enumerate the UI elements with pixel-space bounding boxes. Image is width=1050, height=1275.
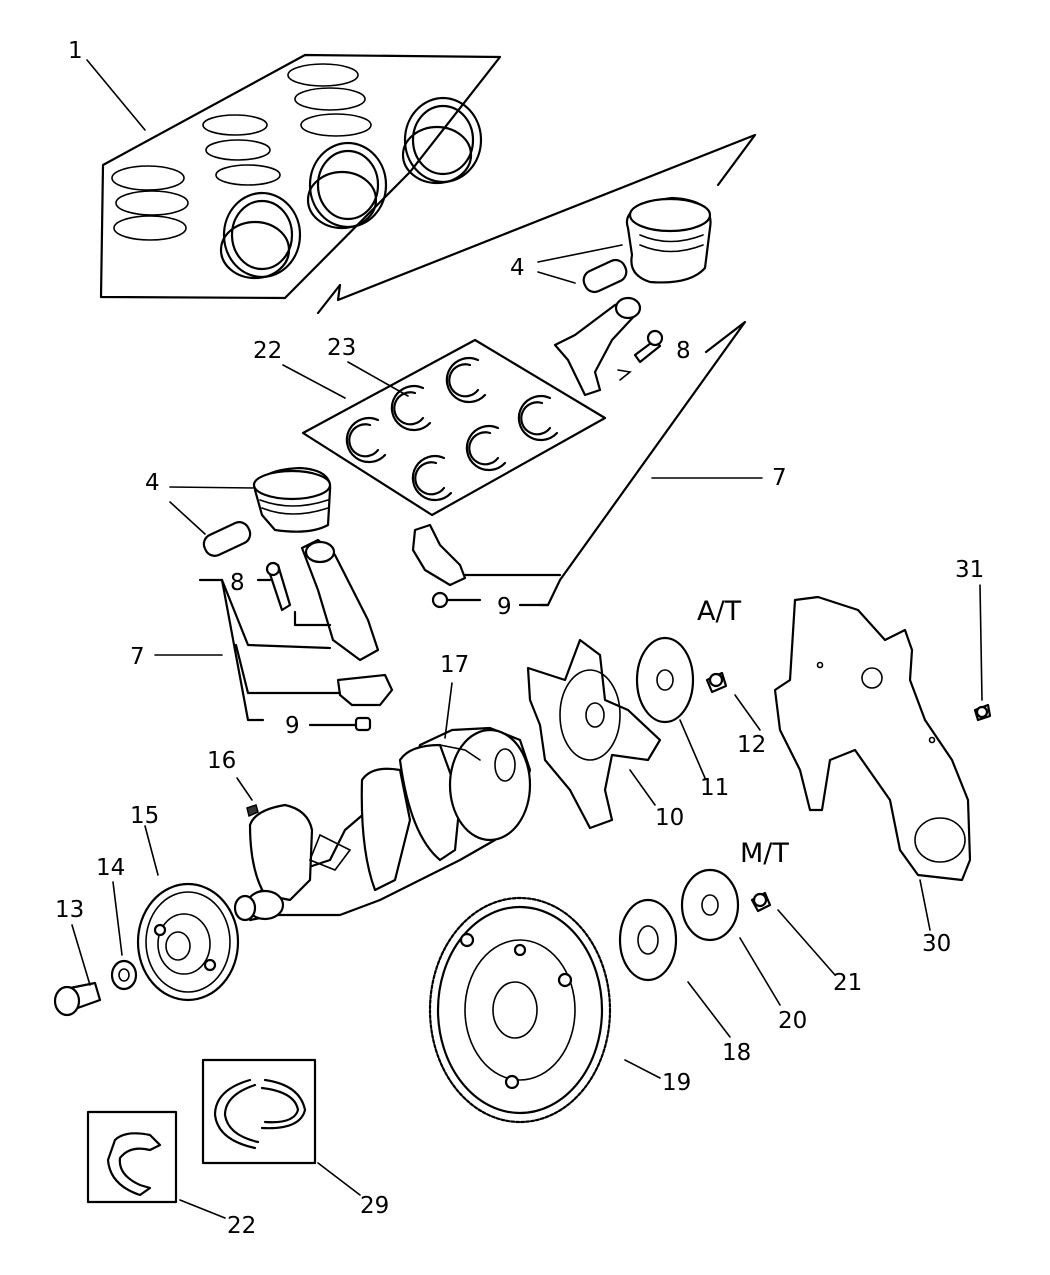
callout-31: 31 — [955, 557, 984, 583]
upper-piston-assembly — [316, 133, 757, 607]
manual-transmission-plates — [618, 868, 772, 982]
callout-22-lower: 22 — [227, 1213, 256, 1239]
leader-lines — [71, 59, 983, 1219]
callout-11: 11 — [700, 775, 729, 801]
callout-21: 21 — [833, 970, 862, 996]
callout-4-upper: 4 — [510, 255, 525, 281]
automatic-transmission-plates — [526, 636, 728, 830]
thrust-washer-box — [201, 1058, 317, 1165]
callout-14: 14 — [96, 855, 125, 881]
main-bearing-set-group — [301, 338, 607, 517]
piston-ring-set-group — [99, 53, 502, 300]
callout-12: 12 — [737, 732, 766, 758]
callout-30: 30 — [922, 931, 951, 957]
callout-10: 10 — [655, 805, 684, 831]
callout-20: 20 — [778, 1008, 807, 1034]
callout-29: 29 — [360, 1193, 389, 1219]
callout-17: 17 — [440, 652, 469, 678]
callout-13: 13 — [55, 897, 84, 923]
lower-piston-assembly — [198, 466, 394, 732]
single-bearing-box — [86, 1110, 178, 1204]
callout-9-right: 9 — [497, 594, 512, 620]
manual-transmission-label: M/T — [740, 838, 789, 869]
callout-8-lower: 8 — [230, 570, 245, 596]
crankshaft — [233, 726, 532, 922]
callout-4-lower: 4 — [145, 470, 160, 496]
callout-9-left: 9 — [285, 713, 300, 739]
callout-15: 15 — [130, 803, 159, 829]
callout-19: 19 — [662, 1070, 691, 1096]
callout-18: 18 — [722, 1040, 751, 1066]
callout-23: 23 — [327, 335, 356, 361]
callout-7-left: 7 — [130, 644, 145, 670]
callout-16: 16 — [207, 748, 236, 774]
automatic-transmission-label: A/T — [697, 596, 742, 627]
flywheel — [428, 896, 612, 1124]
front-pulley-assembly — [53, 882, 240, 1017]
callout-8-upper: 8 — [676, 338, 691, 364]
callout-7-right: 7 — [772, 465, 787, 491]
callout-1: 1 — [68, 38, 83, 64]
rear-cover-plate — [773, 595, 992, 882]
callout-labels: 1 4 8 22 23 4 7 8 9 7 9 17 16 15 14 13 1… — [55, 38, 984, 1239]
callout-22-upper: 22 — [253, 338, 282, 364]
rod-bearing-cap-assembly — [411, 523, 562, 609]
